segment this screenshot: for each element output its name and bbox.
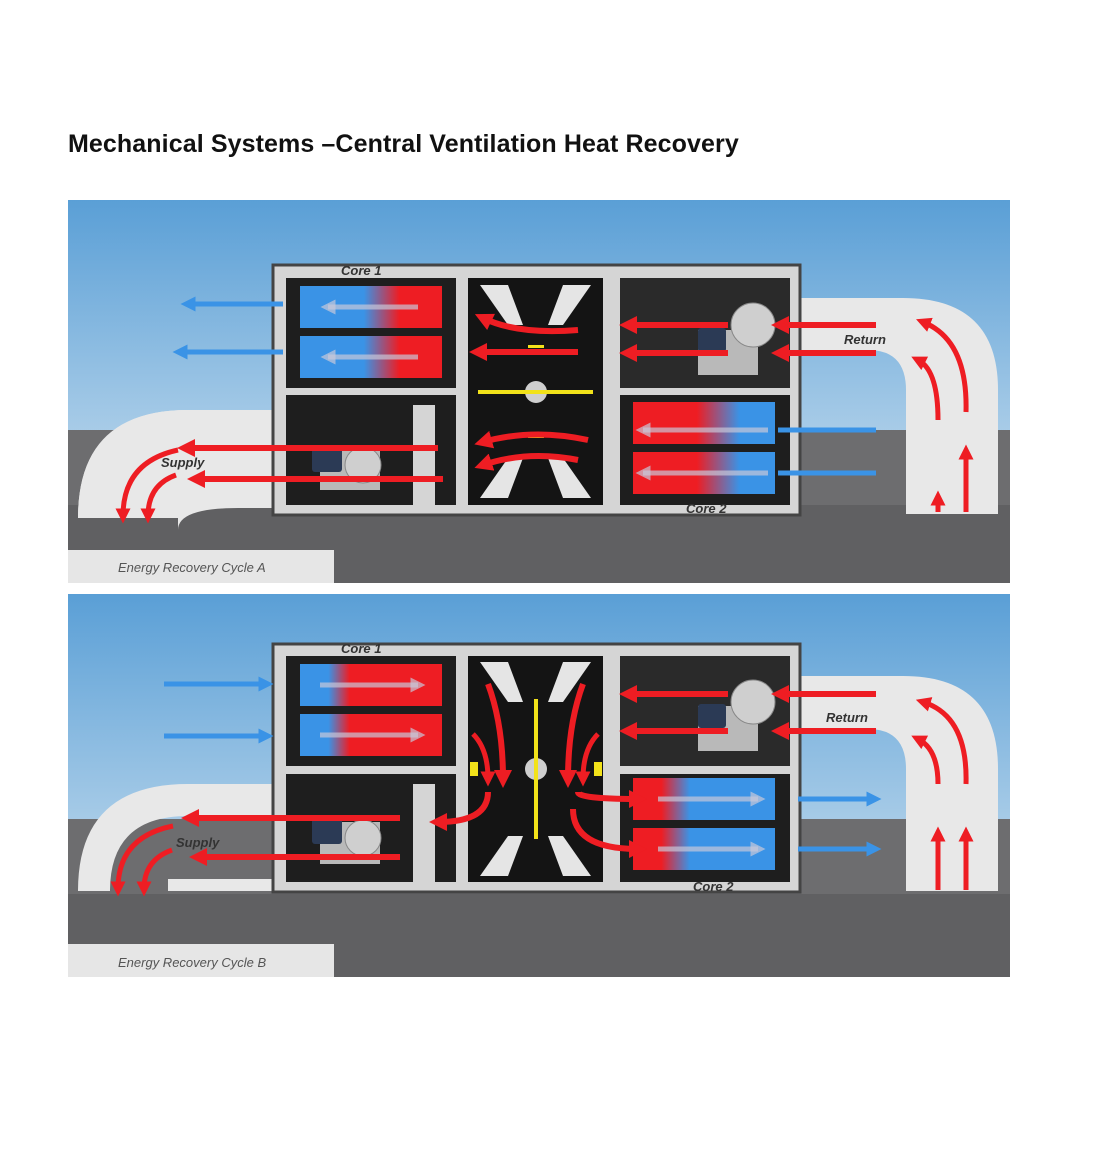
core1-label: Core 1 bbox=[341, 641, 381, 656]
energy-recovery-cycle-a-diagram: Core 1 Core 2 Supply Return Energy Recov… bbox=[68, 200, 1010, 583]
energy-recovery-cycle-b-diagram: Core 1 Core 2 Supply Return Energy Recov… bbox=[68, 594, 1010, 977]
page-title: Mechanical Systems –Central Ventilation … bbox=[68, 130, 739, 158]
return-curve-arrow bbox=[916, 317, 969, 413]
return-duct bbox=[788, 298, 998, 514]
damper-louvers bbox=[470, 662, 602, 876]
supply-curve-arrow bbox=[136, 847, 173, 897]
supply-label: Supply bbox=[176, 835, 220, 850]
supply-fan-icon bbox=[312, 446, 382, 490]
core2-label: Core 2 bbox=[686, 501, 727, 516]
caption: Energy Recovery Cycle B bbox=[118, 955, 266, 970]
return-curve-arrow bbox=[911, 356, 941, 421]
core1-label: Core 1 bbox=[341, 263, 381, 278]
return-label: Return bbox=[826, 710, 868, 725]
return-curve-arrow bbox=[915, 697, 969, 785]
supply-curve-arrow bbox=[140, 472, 177, 524]
return-curve-arrow bbox=[911, 735, 941, 785]
return-fan-icon bbox=[698, 679, 776, 751]
return-label: Return bbox=[844, 332, 886, 347]
caption-box bbox=[68, 550, 334, 583]
core2-upper-channel bbox=[633, 402, 775, 444]
caption-box bbox=[68, 944, 334, 977]
supply-curve-arrow bbox=[110, 823, 174, 897]
return-duct bbox=[788, 676, 998, 891]
supply-label: Supply bbox=[161, 455, 205, 470]
supply-curve-arrow bbox=[115, 447, 179, 524]
supply-duct bbox=[78, 784, 283, 891]
core2-label: Core 2 bbox=[693, 879, 734, 894]
caption: Energy Recovery Cycle A bbox=[118, 560, 266, 575]
damper-louvers bbox=[478, 285, 593, 498]
supply-fan-icon bbox=[312, 818, 382, 864]
